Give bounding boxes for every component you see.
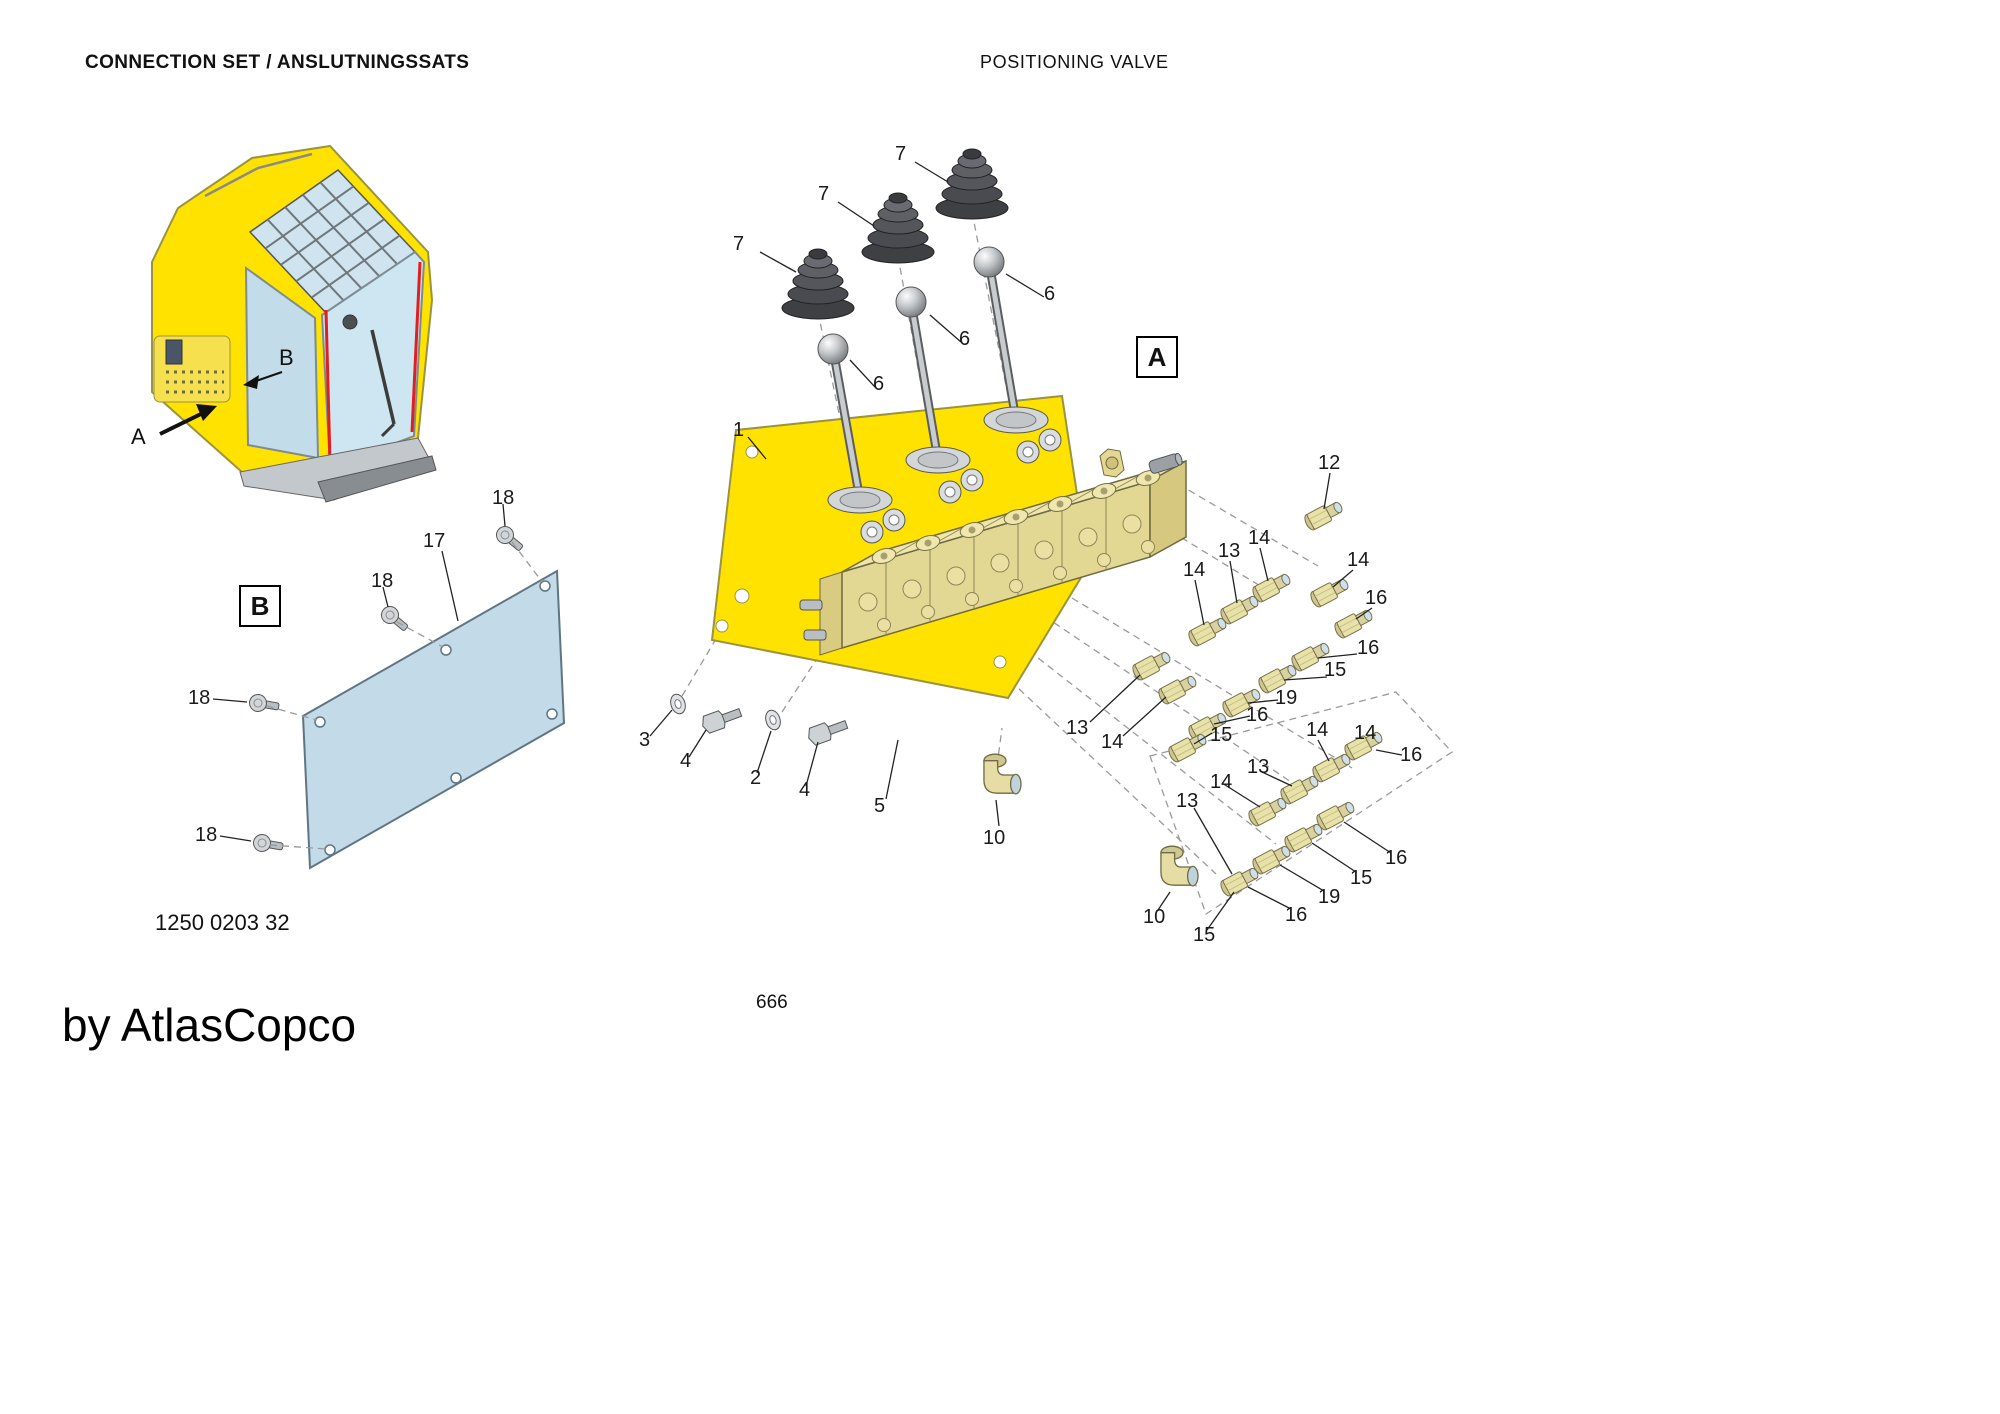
- part-callout: 17: [423, 530, 446, 552]
- part-callout: 16: [1365, 587, 1388, 609]
- part-callout: 12: [1318, 452, 1341, 474]
- part-callout: 18: [188, 687, 211, 709]
- part-callout: 14: [1306, 719, 1329, 741]
- cab-pointer-arrows: [159, 371, 283, 436]
- part-callout: 6: [1044, 283, 1056, 305]
- part-callout: 14: [1347, 549, 1370, 571]
- part-callout: 1: [733, 419, 745, 441]
- part-callout: 19: [1275, 687, 1298, 709]
- part-callout: 16: [1246, 704, 1269, 726]
- part-callout: 14: [1354, 722, 1377, 744]
- part-callout: 15: [1193, 924, 1216, 946]
- part-callout: 15: [1210, 724, 1233, 746]
- part-callout: 7: [818, 183, 830, 205]
- part-callout: 5: [874, 795, 886, 817]
- part-callout: 18: [492, 487, 515, 509]
- cover-panel: [301, 569, 566, 870]
- part-callout: 19: [1318, 886, 1341, 908]
- part-callout: 16: [1385, 847, 1408, 869]
- part-callout: 16: [1357, 637, 1380, 659]
- part-callout: 10: [1143, 906, 1166, 928]
- elbow-fittings: [983, 753, 1199, 887]
- part-callout: 18: [195, 824, 218, 846]
- page-number: 666: [756, 992, 788, 1013]
- leader-lines: [212, 161, 1403, 931]
- part-callout: 18: [371, 570, 394, 592]
- part-callout: 15: [1324, 659, 1347, 681]
- part-callout: 14: [1210, 771, 1233, 793]
- part-callout: 13: [1176, 790, 1199, 812]
- part-callout: 7: [895, 143, 907, 165]
- mounting-hardware: [667, 691, 850, 748]
- page-title-left: CONNECTION SET / ANSLUTNINGSSATS: [85, 52, 470, 73]
- part-callout: 14: [1101, 731, 1124, 753]
- catalog-part-number: 1250 0203 32: [155, 910, 290, 935]
- part-callout: 10: [983, 827, 1006, 849]
- part-callout: 14: [1248, 527, 1271, 549]
- part-callout: 15: [1350, 867, 1373, 889]
- part-callout: 14: [1183, 559, 1206, 581]
- detail-view-label-b: B: [239, 585, 281, 627]
- part-callout: 4: [680, 750, 692, 772]
- part-callout: 13: [1218, 540, 1241, 562]
- part-callout: 16: [1400, 744, 1423, 766]
- part-callout: 6: [959, 328, 971, 350]
- part-callout: 13: [1066, 717, 1089, 739]
- byline: by AtlasCopco: [62, 999, 357, 1051]
- detail-view-label-a: A: [1136, 336, 1178, 378]
- part-callout: 13: [1247, 756, 1270, 778]
- part-callout: 7: [733, 233, 745, 255]
- part-callout: 4: [799, 779, 811, 801]
- cab-pointer-label-a: A: [131, 424, 146, 449]
- control-levers: [817, 246, 1062, 544]
- part-callout: 3: [639, 729, 651, 751]
- valve-block: [799, 448, 1187, 656]
- page-title-right: POSITIONING VALVE: [980, 52, 1169, 72]
- cab-pointer-label-b: B: [279, 345, 294, 370]
- dashed-guides: [266, 211, 1454, 915]
- part-callout: 16: [1285, 904, 1308, 926]
- lever-bellows: [781, 148, 1009, 320]
- part-callout: 6: [873, 373, 885, 395]
- part-callout: 2: [750, 767, 762, 789]
- cab-illustration: [151, 144, 437, 503]
